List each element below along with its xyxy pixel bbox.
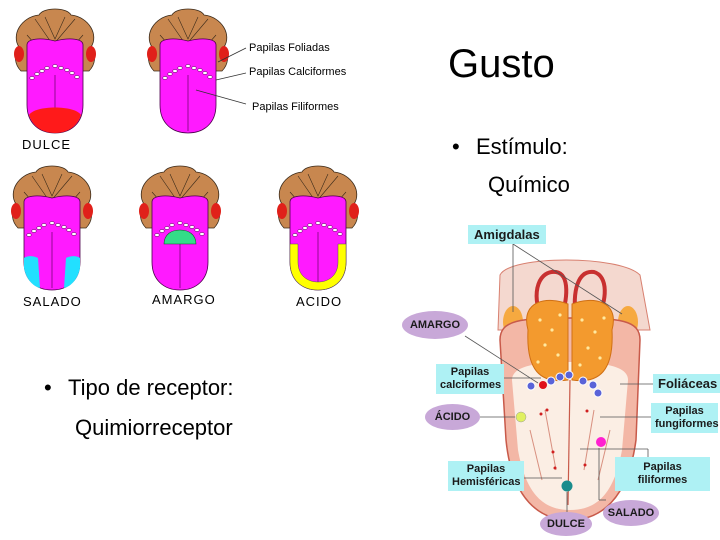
label-dulce: DULCE [22,137,72,152]
tongue-reference [146,8,230,134]
label-salado: SALADO [23,294,82,309]
tongue-salado [10,165,94,291]
label-amigdalas: Amigdalas [468,225,546,244]
label-amargo-oval: AMARGO [402,311,468,339]
label-papilas-filiformes-box: Papilas filiformes [615,457,710,491]
tongue-dulce [13,8,97,134]
page-title: Gusto [448,42,555,86]
label-acido-oval: ÁCIDO [425,404,480,430]
label-foliaceas: Foliáceas [653,374,720,393]
label-acido: ACIDO [296,294,343,309]
label-papilas-fungiformes-box: Papilas fungiformes [651,403,719,433]
tongue-amargo [138,165,222,291]
label-line-2: fungiformes [655,418,719,430]
bullet-dot: • [44,375,52,400]
label-papilas-foliadas: Papilas Foliadas [249,42,330,54]
label-papilas-hemisfericas-box: Papilas Hemisféricas [448,461,524,491]
label-line-1: Papilas [450,366,490,378]
bullet-receptor-value: Quimiorreceptor [75,415,233,440]
label-salado-oval: SALADO [603,500,659,526]
bullet-stimulus-value: Químico [488,172,570,197]
bullet-stimulus-label: Estímulo: [476,134,568,159]
tongue-acido [276,165,360,291]
bullet-receptor: • Tipo de receptor: [44,373,234,403]
label-papilas-calciformes: Papilas Calciformes [249,66,347,78]
label-papilas-filiformes: Papilas Filiformes [252,101,339,113]
tongue-anatomy-illustration [464,243,653,521]
bullet-receptor-label: Tipo de receptor: [68,375,234,400]
label-papilas-calciformes-box: Papilas calciformes [436,364,504,394]
bullet-dot: • [452,134,460,159]
label-line-2: Hemisféricas [452,476,521,488]
label-dulce-oval: DULCE [540,512,592,536]
bullet-stimulus: • Estímulo: [452,132,568,162]
label-line-2: calciformes [440,379,502,391]
label-line-1: Papilas [466,463,506,475]
label-amargo: AMARGO [152,292,216,307]
label-line-1: Papilas [665,405,704,417]
